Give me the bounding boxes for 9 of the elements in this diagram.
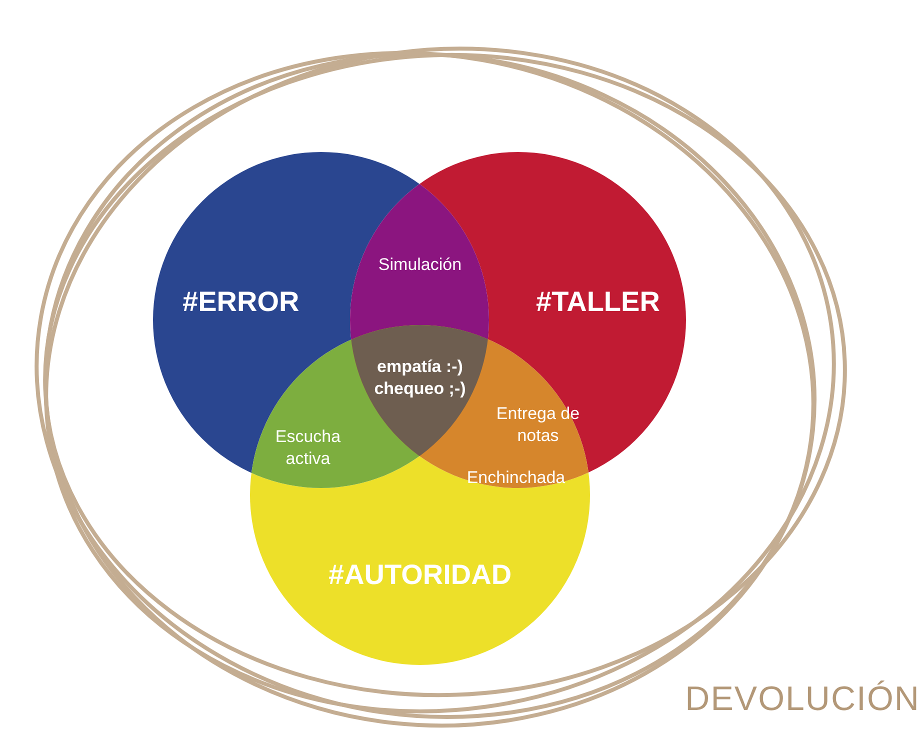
diagram-heading: DEVOLUCIÓN bbox=[685, 680, 920, 719]
circle-label: #ERROR bbox=[182, 286, 300, 318]
circle-label: #TALLER bbox=[536, 286, 660, 318]
region-label: Escucha activa bbox=[274, 426, 342, 470]
region-label: empatía :-) chequeo ;-) bbox=[373, 356, 467, 400]
region-label: Enchinchada bbox=[466, 467, 566, 489]
region-label: Simulación bbox=[377, 254, 463, 276]
circle-label: #AUTORIDAD bbox=[328, 559, 512, 591]
region-label: Entrega de notas bbox=[495, 403, 581, 448]
